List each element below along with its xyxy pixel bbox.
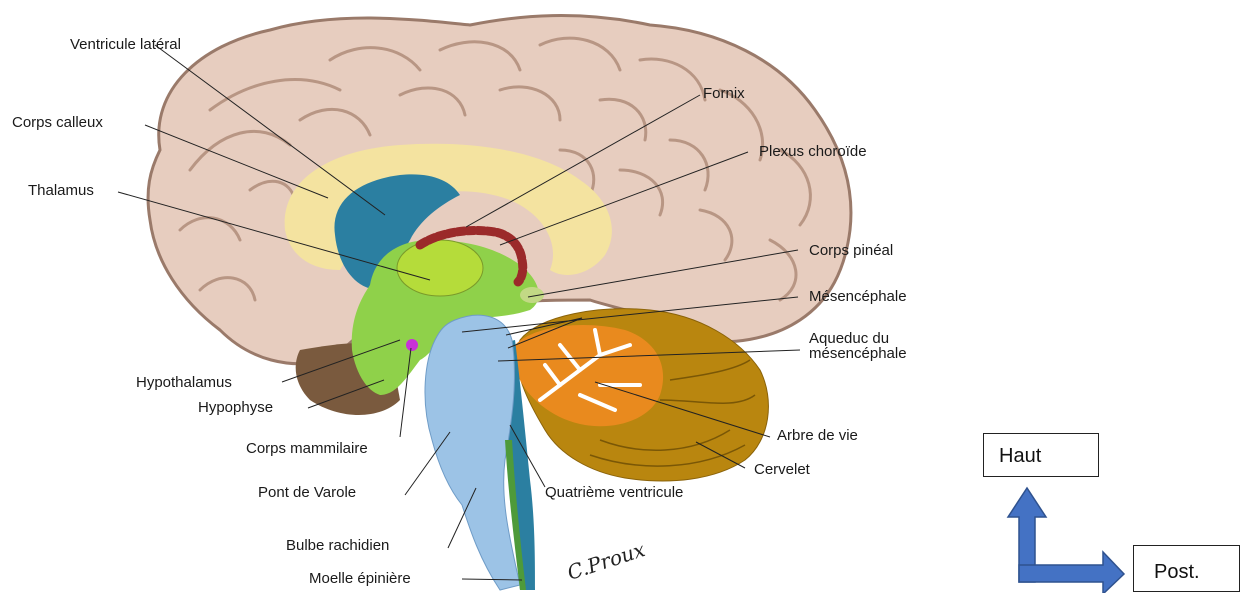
thalamus-shape [397, 240, 483, 296]
orientation-box-post: Post. [1133, 545, 1240, 592]
corps-mammilaire-shape [406, 339, 418, 351]
label-corps-mammilaire: Corps mammilaire [246, 440, 368, 457]
orientation-box-haut: Haut [983, 433, 1099, 477]
orientation-arrows [1008, 488, 1124, 593]
label-arbre-de-vie: Arbre de vie [777, 427, 858, 444]
label-pont-de-varole: Pont de Varole [258, 484, 356, 501]
label-corps-calleux: Corps calleux [12, 114, 103, 131]
label-hypothalamus: Hypothalamus [136, 374, 232, 391]
label-quatrieme-ventricule: Quatrième ventricule [545, 484, 683, 501]
label-ventricule-lateral: Ventricule latéral [70, 36, 181, 53]
hypophyse-shape [368, 372, 396, 392]
label-fornix: Fornix [703, 85, 745, 102]
orientation-label-haut: Haut [999, 445, 1041, 468]
label-cervelet: Cervelet [754, 461, 810, 478]
orientation-label-post: Post. [1154, 561, 1200, 584]
label-plexus-choroide: Plexus choroïde [759, 143, 867, 160]
label-hypophyse: Hypophyse [198, 399, 273, 416]
label-aqueduc-line2: mésencéphale [809, 345, 907, 362]
brainstem-shape [425, 315, 520, 590]
label-thalamus: Thalamus [28, 182, 94, 199]
label-mesencephale: Mésencéphale [809, 288, 907, 305]
label-corps-pineal: Corps pinéal [809, 242, 893, 259]
label-moelle-epiniere: Moelle épinière [309, 570, 411, 587]
label-bulbe-rachidien: Bulbe rachidien [286, 537, 389, 554]
